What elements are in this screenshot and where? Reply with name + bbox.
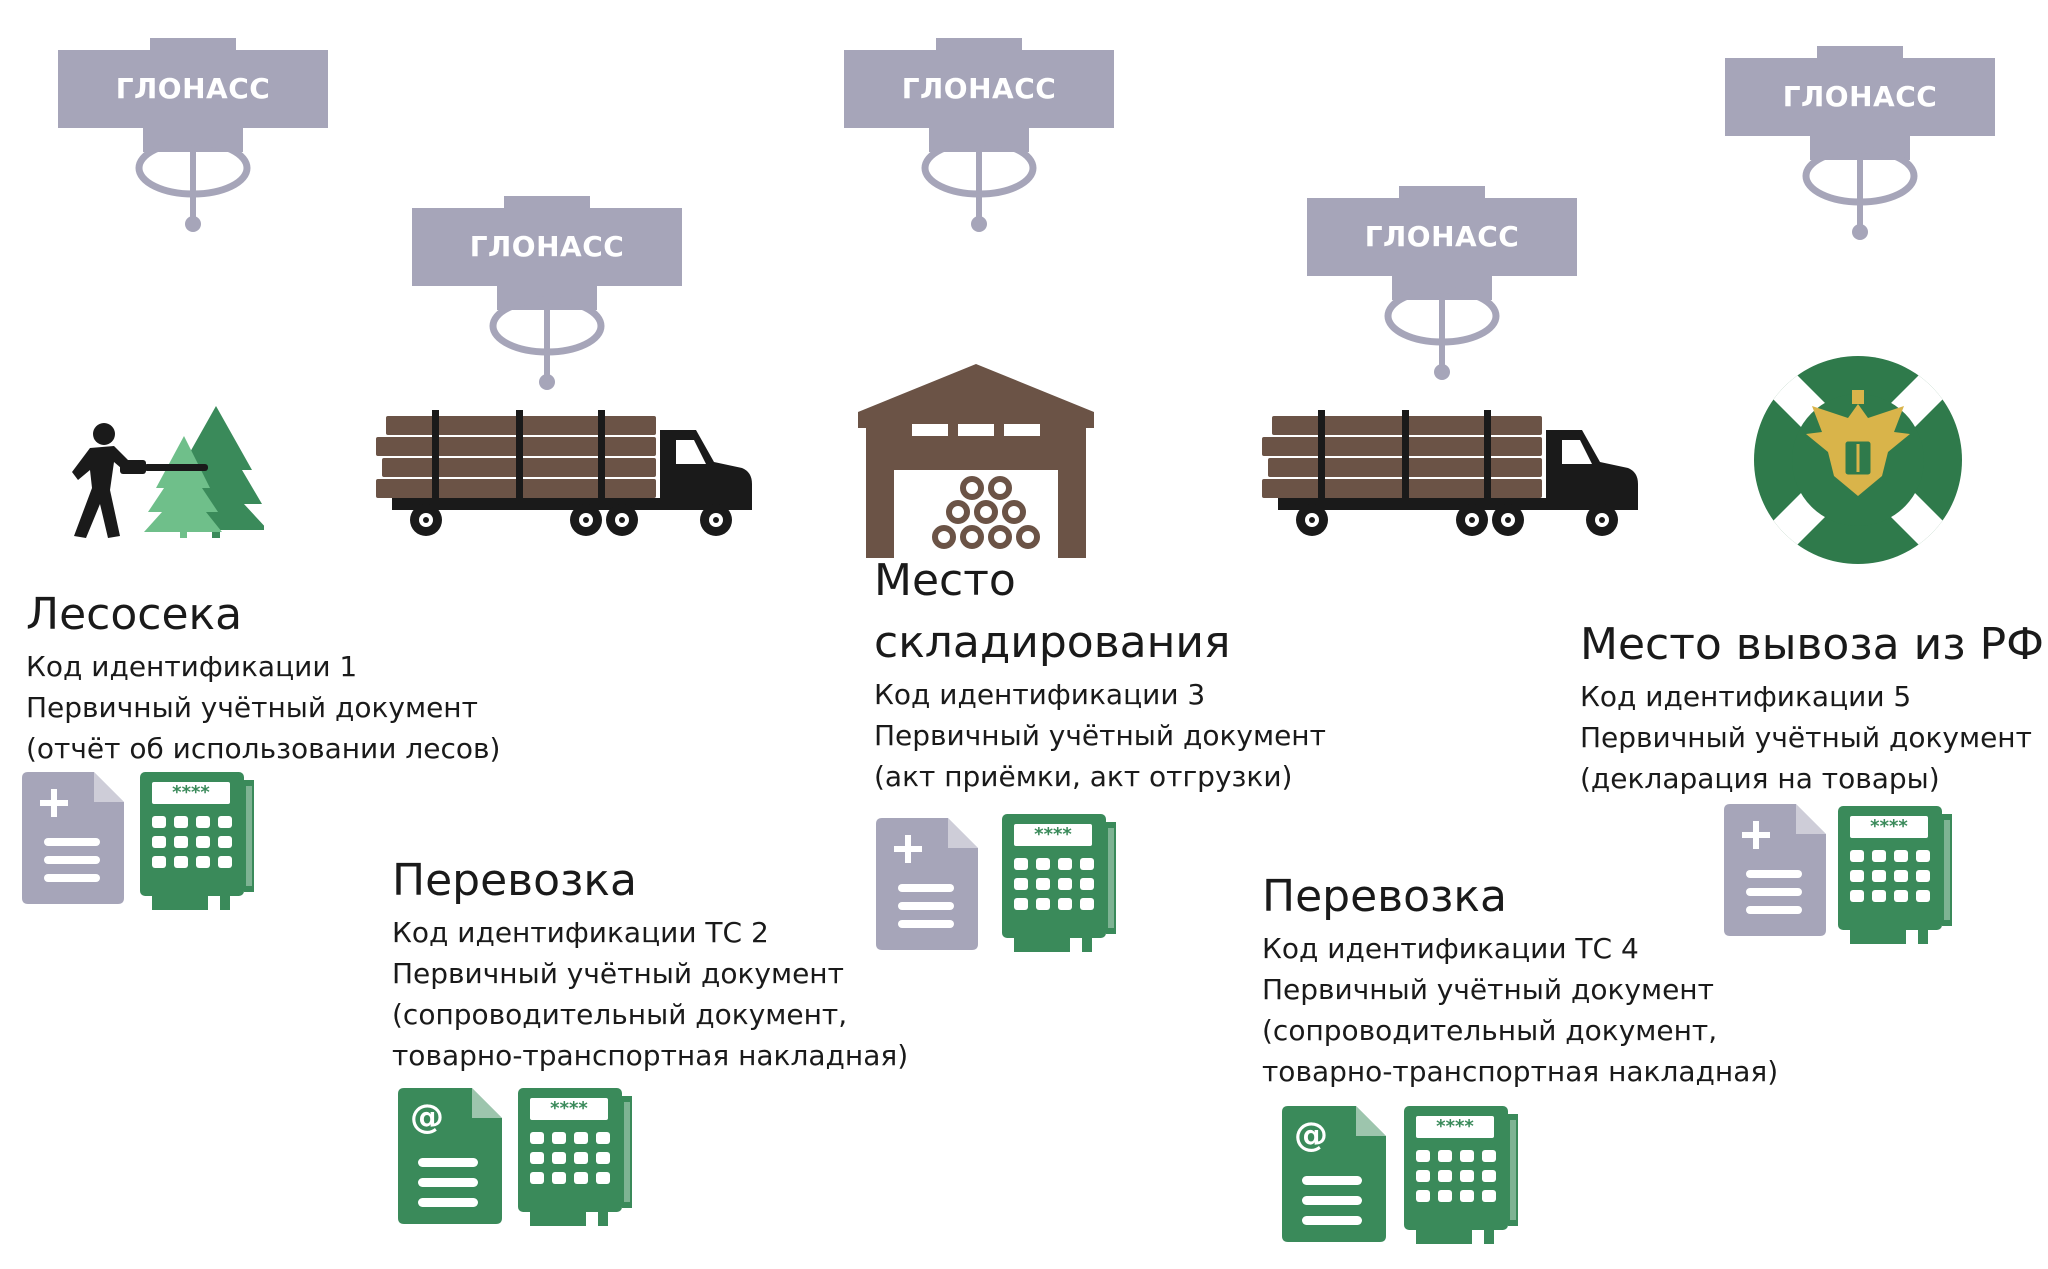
paper-document-icon: [876, 818, 978, 950]
stage-title: Место: [874, 555, 1016, 606]
payment-terminal-icon: ****: [1002, 814, 1118, 954]
glonass-satellite-3: ГЛОНАСС: [844, 38, 1114, 234]
stage-title: Место вывоза из РФ: [1580, 619, 2045, 670]
glonass-satellite-5: ГЛОНАСС: [1725, 46, 1995, 242]
paper-document-icon: [1724, 804, 1826, 936]
stage-document-detail: товарно-транспортная накладная): [1262, 1055, 1779, 1088]
stage-title: Перевозка: [1262, 871, 1507, 922]
stage-title: Лесосека: [26, 589, 243, 640]
glonass-satellite-1: ГЛОНАСС: [58, 38, 328, 234]
satellite-label: ГЛОНАСС: [1364, 220, 1520, 253]
payment-terminal-icon: ****: [518, 1088, 634, 1228]
timber-truck-icon: [376, 410, 756, 540]
stage-title: Перевозка: [392, 855, 637, 906]
warehouse-icon: [858, 362, 1094, 558]
electronic-document-icon: [398, 1088, 502, 1224]
satellite-icon: [1307, 186, 1577, 382]
terminal-display-text: ****: [172, 782, 210, 803]
stage-document: Первичный учётный документ: [26, 691, 478, 724]
customs-emblem-icon: [1754, 356, 1962, 564]
electronic-document-icon: [1282, 1106, 1386, 1242]
payment-terminal-icon: ****: [1838, 806, 1954, 946]
stage-document: Первичный учётный документ: [874, 719, 1326, 752]
stage-code: Код идентификации ТС 4: [1262, 932, 1639, 965]
terminal-display-text: ****: [1034, 824, 1072, 845]
terminal-display-text: ****: [550, 1098, 588, 1119]
satellite-icon: [1725, 46, 1995, 242]
stage-code: Код идентификации 1: [26, 650, 358, 683]
stage-logging-site: Лесосека Код идентификации 1 Первичный у…: [26, 584, 500, 769]
stage-document-detail: (декларация на товары): [1580, 762, 1940, 795]
stage-transport-2: Перевозка Код идентификации ТС 4 Первичн…: [1262, 866, 1778, 1092]
stage-title: складирования: [874, 617, 1231, 668]
stage-code: Код идентификации 3: [874, 678, 1206, 711]
satellite-label: ГЛОНАСС: [469, 230, 625, 263]
payment-terminal-icon: ****: [1404, 1106, 1520, 1246]
stage-code: Код идентификации 5: [1580, 680, 1912, 713]
stage-document: Первичный учётный документ: [1580, 721, 2032, 754]
satellite-icon: [58, 38, 328, 234]
payment-terminal-icon: ****: [140, 772, 256, 912]
stage-document-detail: (сопроводительный документ,: [392, 998, 848, 1031]
paper-document-icon: [22, 772, 124, 904]
stage-code: Код идентификации ТС 2: [392, 916, 769, 949]
lumberjack-forest-icon: [64, 400, 264, 540]
satellite-icon: [844, 38, 1114, 234]
glonass-satellite-4: ГЛОНАСС: [1307, 186, 1577, 382]
stage-document: Первичный учётный документ: [392, 957, 844, 990]
timber-truck-icon: [1262, 410, 1642, 540]
stage-document-detail: товарно-транспортная накладная): [392, 1039, 909, 1072]
terminal-display-text: ****: [1436, 1116, 1474, 1137]
stage-document-detail: (акт приёмки, акт отгрузки): [874, 760, 1293, 793]
stage-export-point: Место вывоза из РФ Код идентификации 5 П…: [1580, 614, 2044, 799]
satellite-label: ГЛОНАСС: [115, 72, 271, 105]
stage-storage: Место складирования Код идентификации 3 …: [874, 550, 1326, 797]
stage-transport-1: Перевозка Код идентификации ТС 2 Первичн…: [392, 850, 908, 1076]
stage-document-detail: (сопроводительный документ,: [1262, 1014, 1718, 1047]
stage-document-detail: (отчёт об использовании лесов): [26, 732, 501, 765]
satellite-label: ГЛОНАСС: [1782, 80, 1938, 113]
satellite-label: ГЛОНАСС: [901, 72, 1057, 105]
satellite-icon: [412, 196, 682, 392]
terminal-display-text: ****: [1870, 816, 1908, 837]
glonass-satellite-2: ГЛОНАСС: [412, 196, 682, 392]
stage-document: Первичный учётный документ: [1262, 973, 1714, 1006]
